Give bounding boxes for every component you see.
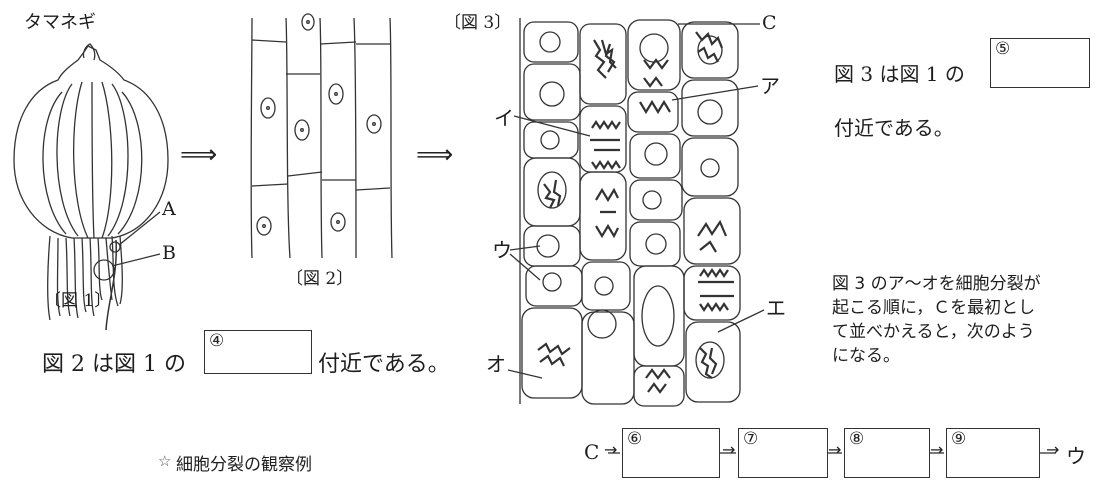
label-e-kana: エ [766, 296, 786, 320]
implies-arrow-2: ⟹ [416, 140, 454, 170]
order-line-2: 起こる順に，Ｃを最初とし [832, 298, 1036, 318]
seq-arrow-3: → [930, 440, 944, 459]
order-line-1: 図 3 のア～オを細胞分裂が [832, 274, 1041, 294]
fig3-label: 〔図 3〕 [444, 13, 512, 33]
label-u-kana: ウ [492, 238, 512, 262]
order-question: 図 3 のア～オを細胞分裂が 起こる順に，Ｃを最初とし て並べかえると，次のよう… [832, 272, 1041, 368]
answer-box-7-number: ⑦ [743, 429, 759, 449]
label-c: C [762, 12, 777, 34]
order-line-3: て並べかえると，次のよう [832, 322, 1035, 342]
chromosome-marks [537, 31, 734, 394]
implies-arrow-1: ⟹ [180, 140, 218, 170]
q4-prefix: 図 2 は図 1 の [42, 352, 186, 377]
q4-suffix: 付近である。 [318, 352, 450, 377]
order-line-4: になる。 [832, 346, 900, 366]
sequence-start-c: C [584, 440, 600, 464]
answer-box-4[interactable]: ④ [204, 330, 312, 374]
figure2-cells [250, 13, 393, 259]
answer-box-5-number: ⑤ [995, 39, 1011, 59]
figure3-cells [521, 19, 741, 407]
answer-box-6-number: ⑥ [627, 429, 643, 449]
sequence-end-u: ウ [1066, 444, 1086, 468]
onion-label: タマネギ [24, 12, 96, 33]
seq-arrow-4: → [1046, 440, 1060, 459]
label-a: A [162, 198, 176, 220]
label-a-kana: ア [760, 74, 780, 98]
answer-box-6[interactable]: ⑥ [622, 428, 720, 478]
label-b: B [162, 242, 176, 264]
label-i-kana: イ [494, 106, 514, 130]
seq-arrow-0: → [604, 440, 618, 459]
answer-box-7[interactable]: ⑦ [738, 428, 828, 478]
answer-box-5[interactable]: ⑤ [990, 38, 1090, 88]
answer-box-9-number: ⑨ [951, 429, 967, 449]
seq-arrow-1: → [722, 440, 736, 459]
q5-prefix: 図 3 は図 1 の [834, 62, 965, 86]
seq-arrow-2: → [828, 440, 842, 459]
answer-box-9[interactable]: ⑨ [946, 428, 1040, 478]
fig2-label: 〔図 2〕 [286, 269, 354, 289]
caption: 細胞分裂の観察例 [176, 455, 312, 475]
label-o-kana: オ [486, 352, 506, 376]
region-a-circle [109, 241, 121, 253]
answer-box-8[interactable]: ⑧ [844, 428, 930, 478]
caption-mark: ☆ [158, 452, 172, 470]
fig1-label: 〔図 1〕 [44, 291, 112, 311]
answer-box-4-number: ④ [209, 331, 225, 351]
q5-suffix: 付近である。 [834, 116, 954, 140]
region-b-circle [93, 259, 115, 281]
answer-box-8-number: ⑧ [849, 429, 865, 449]
